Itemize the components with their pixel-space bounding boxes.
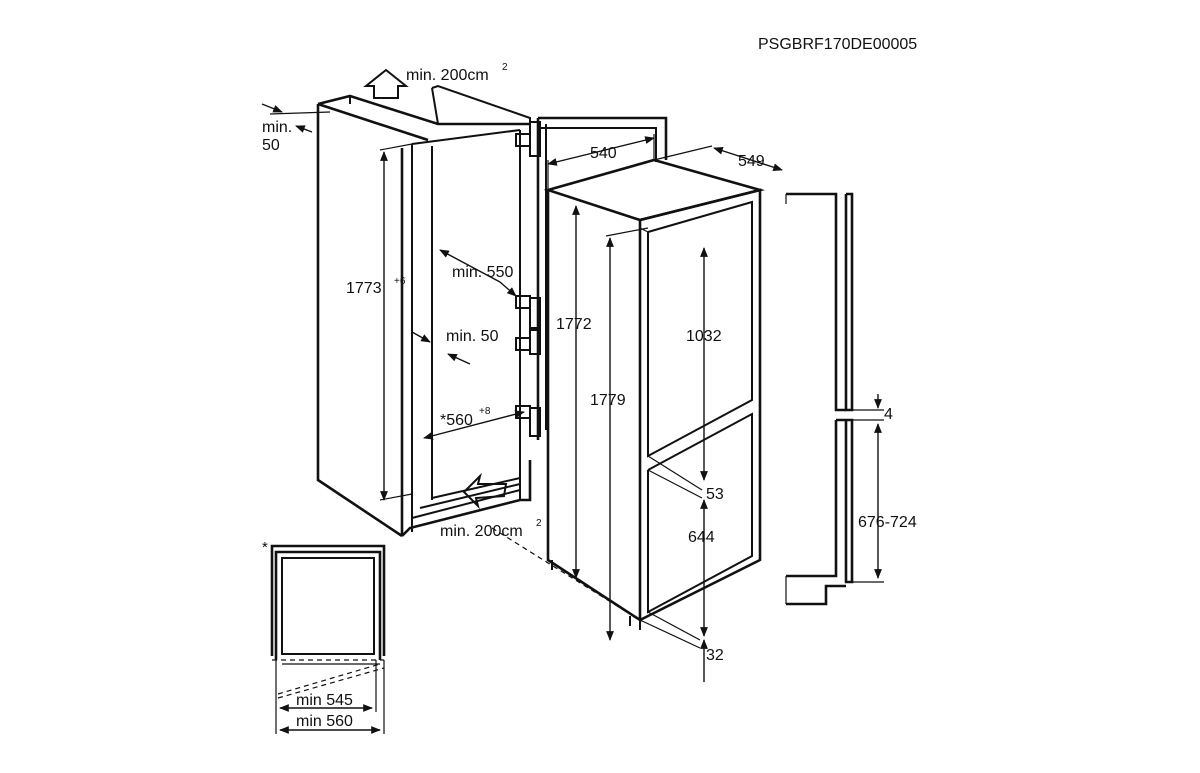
label-depth-549: 549 <box>738 153 765 170</box>
dimension-lines <box>261 68 884 682</box>
label-asterisk: * <box>262 539 268 556</box>
label-door-upper: 1032 <box>686 328 722 345</box>
label-height-1779: 1779 <box>590 392 626 409</box>
label-width-540: 540 <box>590 145 617 162</box>
label-min-depth: min. 550 <box>452 264 513 281</box>
label-height-1772: 1772 <box>556 316 592 333</box>
furniture-door-open <box>536 116 668 440</box>
label-niche-height-sup: +6 <box>394 276 406 287</box>
labels: min. 200cm 2 min. 50 1773 +6 min. 550 mi… <box>262 62 917 730</box>
label-niche-width: *560 <box>440 412 473 429</box>
label-min-top-a: min. <box>262 119 292 136</box>
label-min-545: min 545 <box>296 692 353 709</box>
label-min-560: min 560 <box>296 713 353 730</box>
label-door-lower: 644 <box>688 529 715 546</box>
label-min-top-b: 50 <box>262 137 280 154</box>
document-code: PSGBRF170DE00005 <box>758 36 917 53</box>
label-furniture-gap: 4 <box>884 406 893 423</box>
niche-cabinet <box>316 84 541 538</box>
label-bottom-gap: 32 <box>706 647 724 664</box>
label-niche-height: 1773 <box>346 280 382 297</box>
label-niche-width-sup: +8 <box>479 406 491 417</box>
label-vent-top: min. 200cm <box>406 67 489 84</box>
label-vent-top-sup: 2 <box>502 62 508 73</box>
label-door-gap: 53 <box>706 486 724 503</box>
side-profile <box>785 192 854 606</box>
plan-view <box>270 544 386 734</box>
label-furniture-door: 676-724 <box>858 514 917 531</box>
label-min-gap: min. 50 <box>446 328 499 345</box>
label-vent-bottom: min. 200cm <box>440 523 523 540</box>
label-vent-bottom-sup: 2 <box>536 518 542 529</box>
appliance-body <box>543 158 766 630</box>
